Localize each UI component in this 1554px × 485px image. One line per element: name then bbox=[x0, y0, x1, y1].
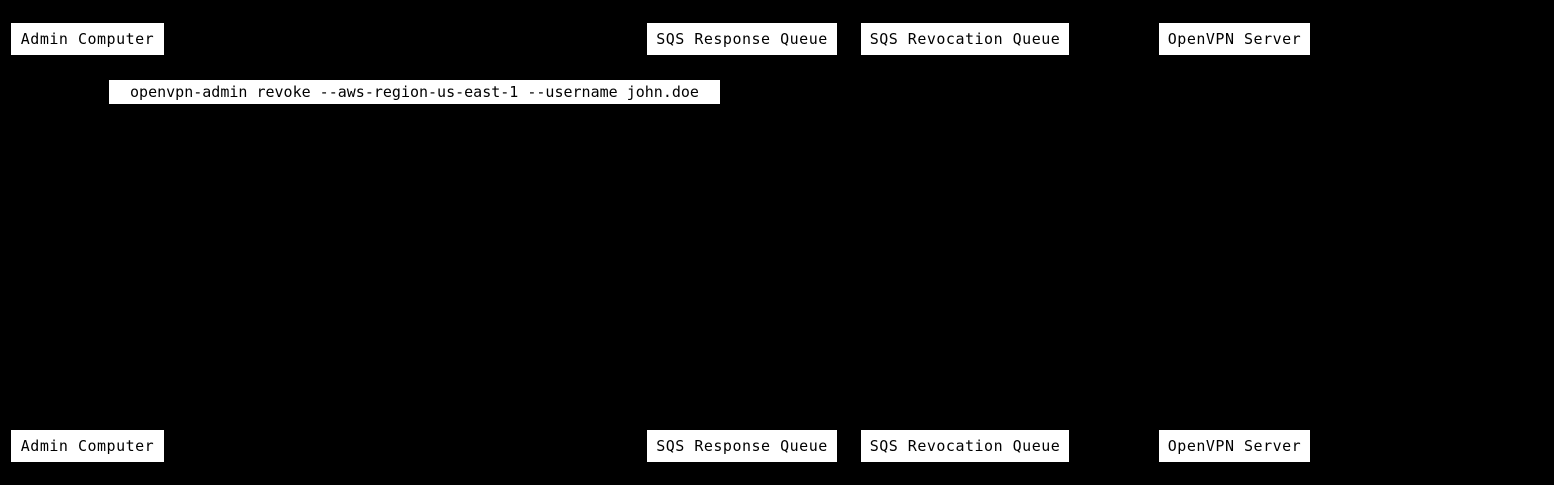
actor-admin-computer-bottom: Admin Computer bbox=[10, 429, 165, 463]
actor-sqs-revocation-queue-bottom: SQS Revocation Queue bbox=[860, 429, 1070, 463]
actor-sqs-revocation-queue-top: SQS Revocation Queue bbox=[860, 22, 1070, 56]
actor-sqs-response-queue-top: SQS Response Queue bbox=[646, 22, 838, 56]
actor-admin-computer-top: Admin Computer bbox=[10, 22, 165, 56]
actor-openvpn-server-top: OpenVPN Server bbox=[1158, 22, 1311, 56]
actor-openvpn-server-bottom: OpenVPN Server bbox=[1158, 429, 1311, 463]
actor-sqs-response-queue-bottom: SQS Response Queue bbox=[646, 429, 838, 463]
message-revoke-command: openvpn-admin revoke --aws-region-us-eas… bbox=[108, 79, 721, 105]
